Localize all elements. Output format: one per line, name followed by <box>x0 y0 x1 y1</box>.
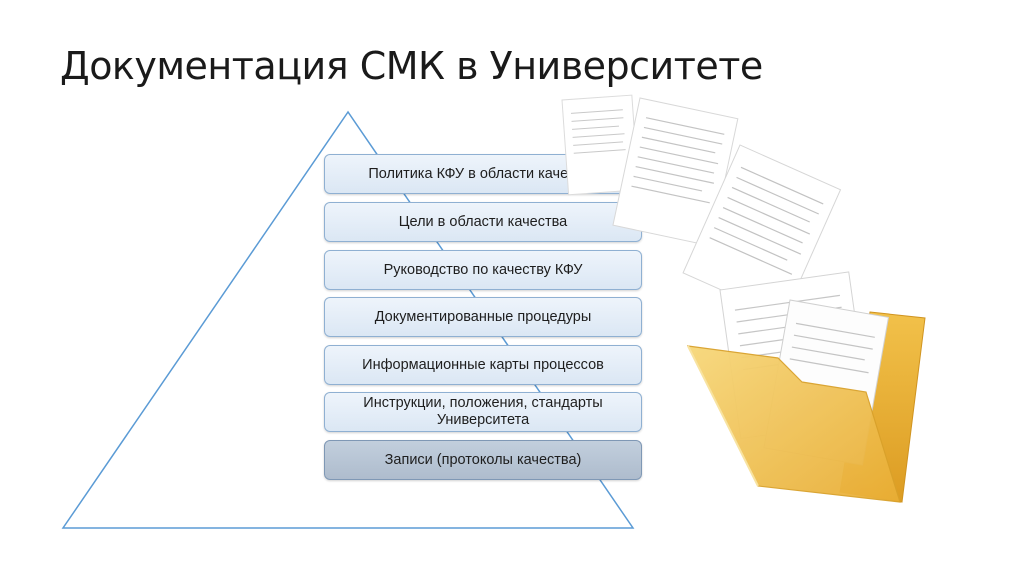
folder-with-documents-icon <box>561 94 926 503</box>
level-records: Записи (протоколы качества) <box>324 440 642 480</box>
document-sheet-icon <box>612 97 739 247</box>
level-label: Инструкции, положения, стандарты Универс… <box>363 395 603 428</box>
level-documented-procedures: Документированные процедуры <box>324 297 642 337</box>
level-quality-manual: Руководство по качеству КФУ <box>324 250 642 290</box>
document-sheet-icon <box>682 144 842 319</box>
level-instructions-standards: Инструкции, положения, стандарты Универс… <box>324 392 642 432</box>
level-label: Политика КФУ в области качества <box>368 165 598 182</box>
level-process-cards: Информационные карты процессов <box>324 345 642 385</box>
level-label: Руководство по качеству КФУ <box>383 261 583 278</box>
level-quality-objectives: Цели в области качества <box>324 202 642 242</box>
level-label: Информационные карты процессов <box>362 356 604 373</box>
level-label: Записи (протоколы качества) <box>384 451 582 468</box>
level-label: Документированные процедуры <box>374 308 592 325</box>
document-sheet-icon <box>561 94 639 196</box>
slide-title: Документация СМК в Университете <box>60 44 763 88</box>
level-label: Цели в области качества <box>398 213 568 230</box>
